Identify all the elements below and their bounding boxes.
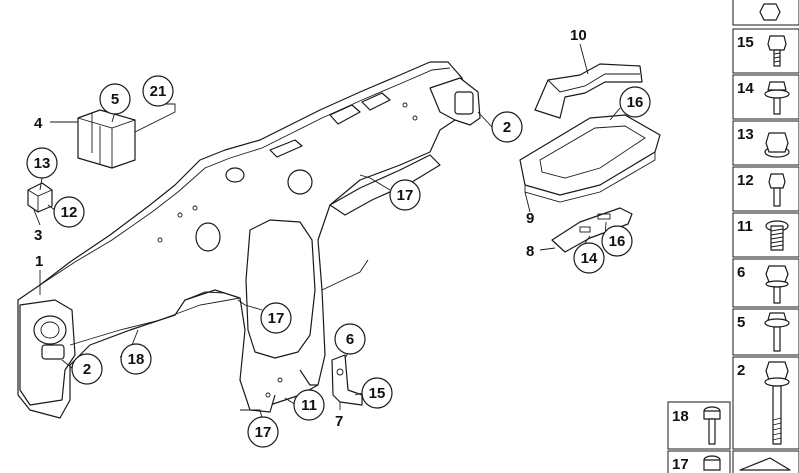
callout-17-center: 17 bbox=[268, 310, 285, 327]
callout-17-bottom: 17 bbox=[255, 424, 272, 441]
part-8-bracket bbox=[551, 207, 633, 253]
part-4-box bbox=[77, 109, 136, 169]
long-bolt-icon bbox=[764, 361, 790, 445]
part-9-tray bbox=[519, 114, 661, 203]
nut-icon bbox=[764, 132, 790, 158]
legend-label-11: 11 bbox=[737, 218, 753, 235]
part-7-bracket bbox=[331, 354, 363, 406]
callout-10: 10 bbox=[570, 27, 587, 44]
callout-1: 1 bbox=[35, 253, 43, 270]
part-10-cover bbox=[534, 63, 643, 119]
callout-14: 14 bbox=[581, 250, 598, 267]
legend-label-14: 14 bbox=[737, 80, 754, 97]
legend-label-18: 18 bbox=[672, 408, 689, 425]
legend-label-2: 2 bbox=[737, 362, 745, 379]
part-3-clip bbox=[27, 182, 53, 213]
fastener-legend: 15 14 13 12 11 bbox=[667, 0, 799, 473]
socket-screw-icon bbox=[703, 406, 721, 445]
hex-bolt-icon bbox=[765, 265, 789, 304]
nut-icon bbox=[759, 3, 781, 21]
leader-lines bbox=[33, 43, 621, 419]
callout-15: 15 bbox=[369, 385, 386, 402]
callout-2-bottom: 2 bbox=[83, 361, 91, 378]
legend-label-12: 12 bbox=[737, 172, 754, 189]
callout-6: 6 bbox=[346, 331, 354, 348]
callout-21: 21 bbox=[150, 83, 167, 100]
screw-icon bbox=[767, 35, 787, 67]
legend-label-13: 13 bbox=[737, 126, 754, 143]
callout-16-bottom: 16 bbox=[609, 233, 626, 250]
legend-label-17: 17 bbox=[672, 456, 689, 473]
wedge-icon bbox=[739, 457, 791, 471]
callout-7: 7 bbox=[335, 413, 343, 430]
callout-13: 13 bbox=[34, 155, 51, 172]
callout-17-mid: 17 bbox=[397, 187, 414, 204]
flange-bolt-icon bbox=[764, 81, 790, 115]
bolt-icon bbox=[703, 455, 721, 471]
callout-16-top: 16 bbox=[627, 94, 644, 111]
callout-8: 8 bbox=[526, 243, 534, 260]
legend-label-5: 5 bbox=[737, 314, 745, 331]
thread-bolt-icon bbox=[765, 220, 789, 251]
callouts: 10 16 5 21 4 2 13 12 3 17 9 16 8 14 bbox=[26, 27, 651, 448]
screw-icon bbox=[768, 173, 786, 207]
legend-label-15: 15 bbox=[737, 34, 754, 51]
callout-18: 18 bbox=[128, 351, 145, 368]
callout-2-top: 2 bbox=[503, 119, 511, 136]
callout-5: 5 bbox=[111, 91, 119, 108]
legend-label-6: 6 bbox=[737, 264, 745, 281]
callout-11: 11 bbox=[301, 397, 317, 414]
callout-12: 12 bbox=[61, 204, 78, 221]
callout-9: 9 bbox=[526, 210, 534, 227]
callout-4: 4 bbox=[34, 115, 43, 132]
washer-bolt-icon bbox=[764, 312, 790, 352]
callout-3: 3 bbox=[34, 227, 42, 244]
